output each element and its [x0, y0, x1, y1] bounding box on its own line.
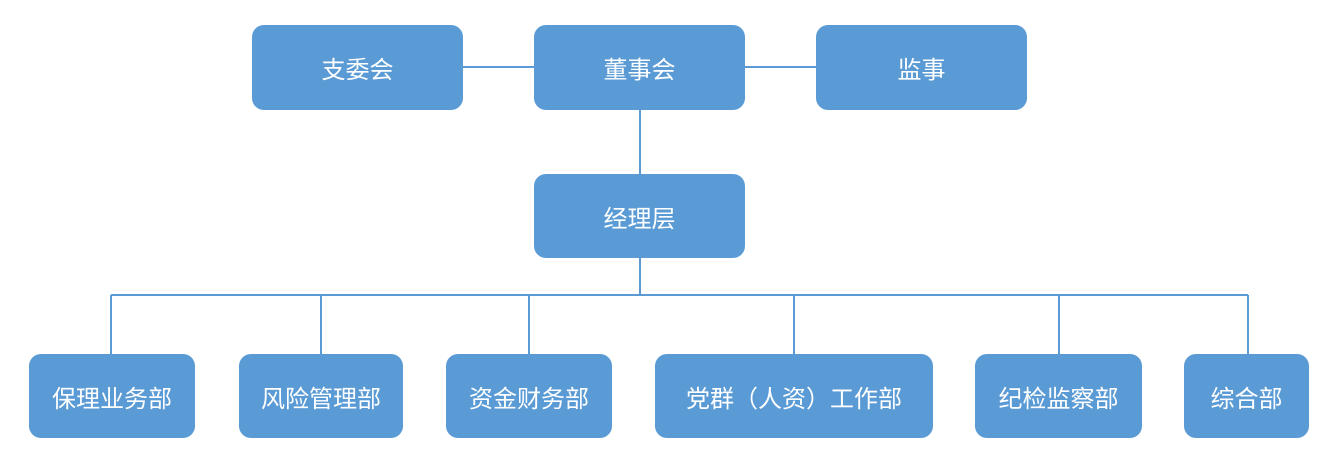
node-dept-discipline: 纪检监察部 [975, 354, 1142, 438]
node-label: 董事会 [603, 56, 676, 84]
node-label: 纪检监察部 [998, 384, 1119, 413]
node-label: 党群（人资）工作部 [686, 384, 902, 413]
node-dept-factoring: 保理业务部 [29, 354, 195, 438]
node-board: 董事会 [534, 25, 745, 110]
node-label: 监事 [897, 56, 946, 84]
node-supervisor: 监事 [816, 25, 1027, 110]
node-dept-party-hr: 党群（人资）工作部 [655, 354, 933, 438]
node-dept-finance: 资金财务部 [446, 354, 612, 438]
node-label: 风险管理部 [261, 384, 381, 413]
node-dept-general: 综合部 [1184, 354, 1309, 438]
node-dept-risk: 风险管理部 [239, 354, 403, 438]
node-label: 资金财务部 [469, 384, 589, 413]
node-management: 经理层 [534, 174, 745, 258]
node-label: 综合部 [1210, 384, 1283, 413]
node-branch-committee: 支委会 [252, 25, 463, 110]
node-label: 经理层 [603, 204, 676, 233]
node-label: 保理业务部 [52, 384, 172, 413]
node-label: 支委会 [321, 56, 394, 84]
